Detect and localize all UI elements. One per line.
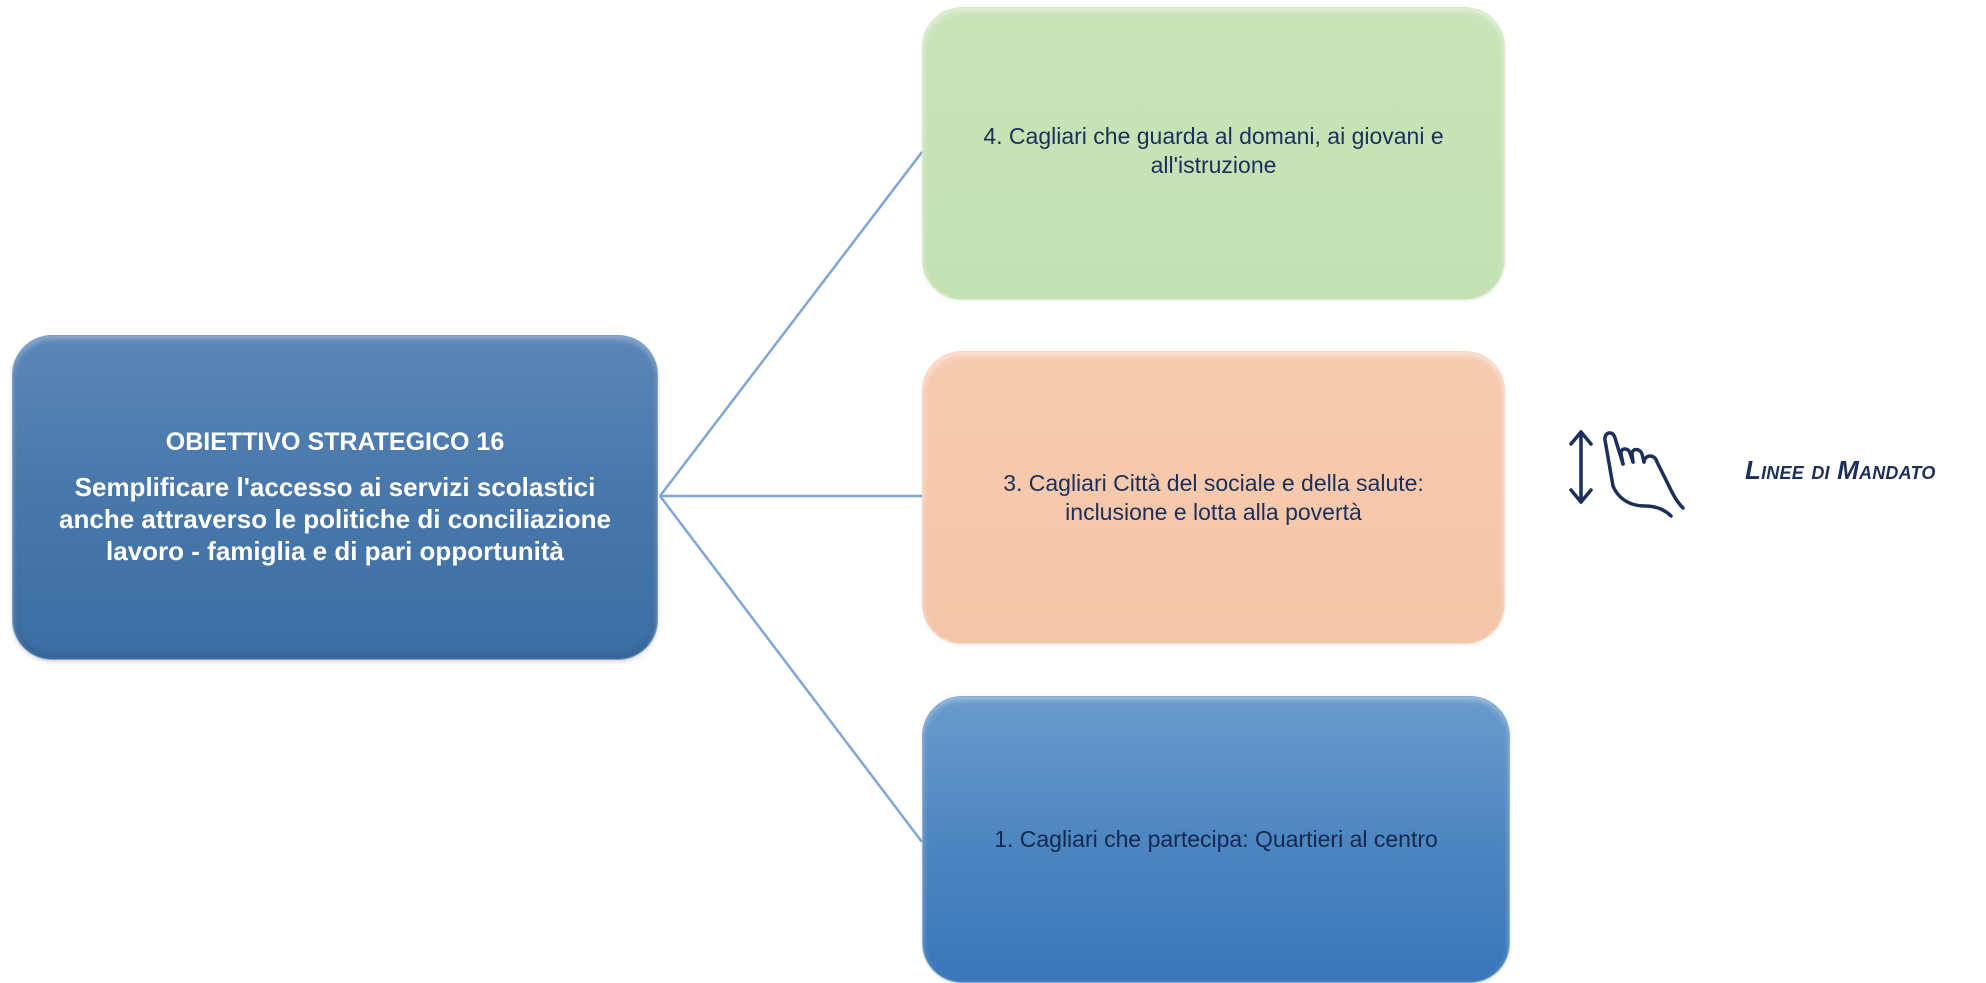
branch-box-3: 3. Cagliari Città del sociale e della sa… bbox=[922, 351, 1505, 644]
strategic-objective-box: OBIETTIVO STRATEGICO 16 Semplificare l'a… bbox=[12, 335, 658, 660]
connector-to-branch-1 bbox=[659, 495, 923, 843]
branch-label-1: 1. Cagliari che partecipa: Quartieri al … bbox=[994, 826, 1438, 852]
hand-swipe-icon bbox=[1569, 430, 1685, 518]
branch-box-4: 4. Cagliari che guarda al domani, ai gio… bbox=[922, 7, 1505, 300]
objective-description: Semplificare l'accesso ai servizi scolas… bbox=[59, 472, 611, 566]
connector-to-branch-4 bbox=[659, 151, 923, 497]
objective-title: OBIETTIVO STRATEGICO 16 bbox=[165, 428, 505, 456]
linee-di-mandato-link[interactable]: Linee di Mandato bbox=[1565, 420, 1985, 520]
branch-label-4: 4. Cagliari che guarda al domani, ai gio… bbox=[983, 123, 1444, 178]
linee-di-mandato-label[interactable]: Linee di Mandato bbox=[1745, 454, 1936, 485]
branch-label-3: 3. Cagliari Città del sociale e della sa… bbox=[1003, 469, 1424, 525]
branch-box-1: 1. Cagliari che partecipa: Quartieri al … bbox=[922, 696, 1510, 983]
